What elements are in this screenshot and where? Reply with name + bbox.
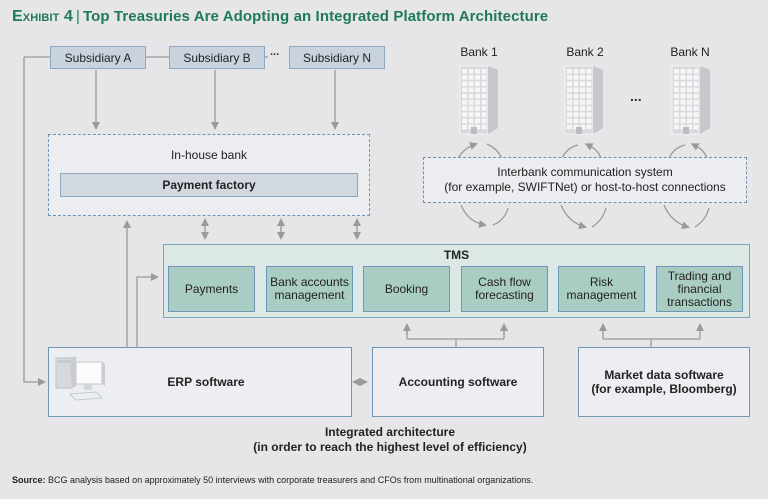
tms-module-bank-accounts: Bank accounts management <box>266 266 353 312</box>
accounting-software-box: Accounting software <box>372 347 544 417</box>
bank-n-building-icon <box>671 65 710 135</box>
accounting-to-tms-connector <box>406 326 505 347</box>
payment-factory-label: Payment factory <box>162 178 256 192</box>
tms-module-risk: Risk management <box>558 266 645 312</box>
interbank-communication-box: Interbank communication system (for exam… <box>423 157 747 203</box>
bank-1-building-icon <box>459 65 498 135</box>
erp-software-label: ERP software <box>167 375 245 389</box>
subsidiary-n-label: Subsidiary N <box>302 50 372 65</box>
module-label: Risk management <box>566 275 637 302</box>
subsidiary-ellipsis: ... <box>270 46 280 58</box>
erp-to-tms-arrow <box>136 273 159 347</box>
payment-factory-box: Payment factory <box>60 173 358 197</box>
module-label: Trading and financial transactions <box>667 268 732 309</box>
market-data-line-1: Market data software <box>604 368 724 382</box>
subsidiary-a-box: Subsidiary A <box>50 46 146 69</box>
market-data-line-2: (for example, Bloomberg) <box>591 382 737 396</box>
module-label: Cash flow forecasting <box>475 275 534 302</box>
bank-n-label: Bank N <box>670 45 710 59</box>
subsidiary-n-box: Subsidiary N <box>289 46 385 69</box>
tms-module-cash-flow: Cash flow forecasting <box>461 266 548 312</box>
computer-icon <box>55 356 105 401</box>
exhibit-title: Exhibit 4|Top Treasuries Are Adopting an… <box>12 8 548 26</box>
tms-label: TMS <box>443 248 470 262</box>
accounting-software-label: Accounting software <box>398 375 518 389</box>
integrated-architecture-caption: Integrated architecture (in order to rea… <box>200 425 580 455</box>
integrated-line-1: Integrated architecture <box>324 425 456 439</box>
exhibit-number: Exhibit 4 <box>12 8 73 25</box>
in-house-bank-label: In-house bank <box>170 148 248 162</box>
bank-2-label: Bank 2 <box>566 45 604 59</box>
subsidiary-b-label: Subsidiary B <box>183 50 251 65</box>
bank-ellipsis: ... <box>630 88 642 104</box>
interbank-line-1: Interbank communication system <box>497 165 673 179</box>
bank-2-building-icon <box>564 65 603 135</box>
source-note: Source: BCG analysis based on approximat… <box>12 475 533 485</box>
title-text: Top Treasuries Are Adopting an Integrate… <box>82 8 549 25</box>
market-to-tms-connector <box>603 338 700 347</box>
subsidiary-b-box: Subsidiary B <box>169 46 265 69</box>
source-label: Source: <box>12 475 46 485</box>
tms-module-trading: Trading and financial transactions <box>656 266 743 312</box>
subsidiary-a-label: Subsidiary A <box>64 50 132 65</box>
title-separator: | <box>75 8 80 25</box>
interbank-line-2: (for example, SWIFTNet) or host-to-host … <box>444 180 726 194</box>
module-label: Bank accounts management <box>270 275 349 302</box>
subsidiary-to-erp-connector <box>23 57 46 386</box>
market-data-software-box: Market data software (for example, Bloom… <box>578 347 750 417</box>
tms-module-booking: Booking <box>363 266 450 312</box>
source-text: BCG analysis based on approximately 50 i… <box>48 475 534 485</box>
tms-module-payments: Payments <box>168 266 255 312</box>
integrated-line-2: (in order to reach the highest level of … <box>253 440 527 454</box>
bank-1-label: Bank 1 <box>460 45 498 59</box>
module-label: Booking <box>384 281 429 296</box>
tms-box <box>163 244 750 318</box>
module-label: Payments <box>184 281 239 296</box>
